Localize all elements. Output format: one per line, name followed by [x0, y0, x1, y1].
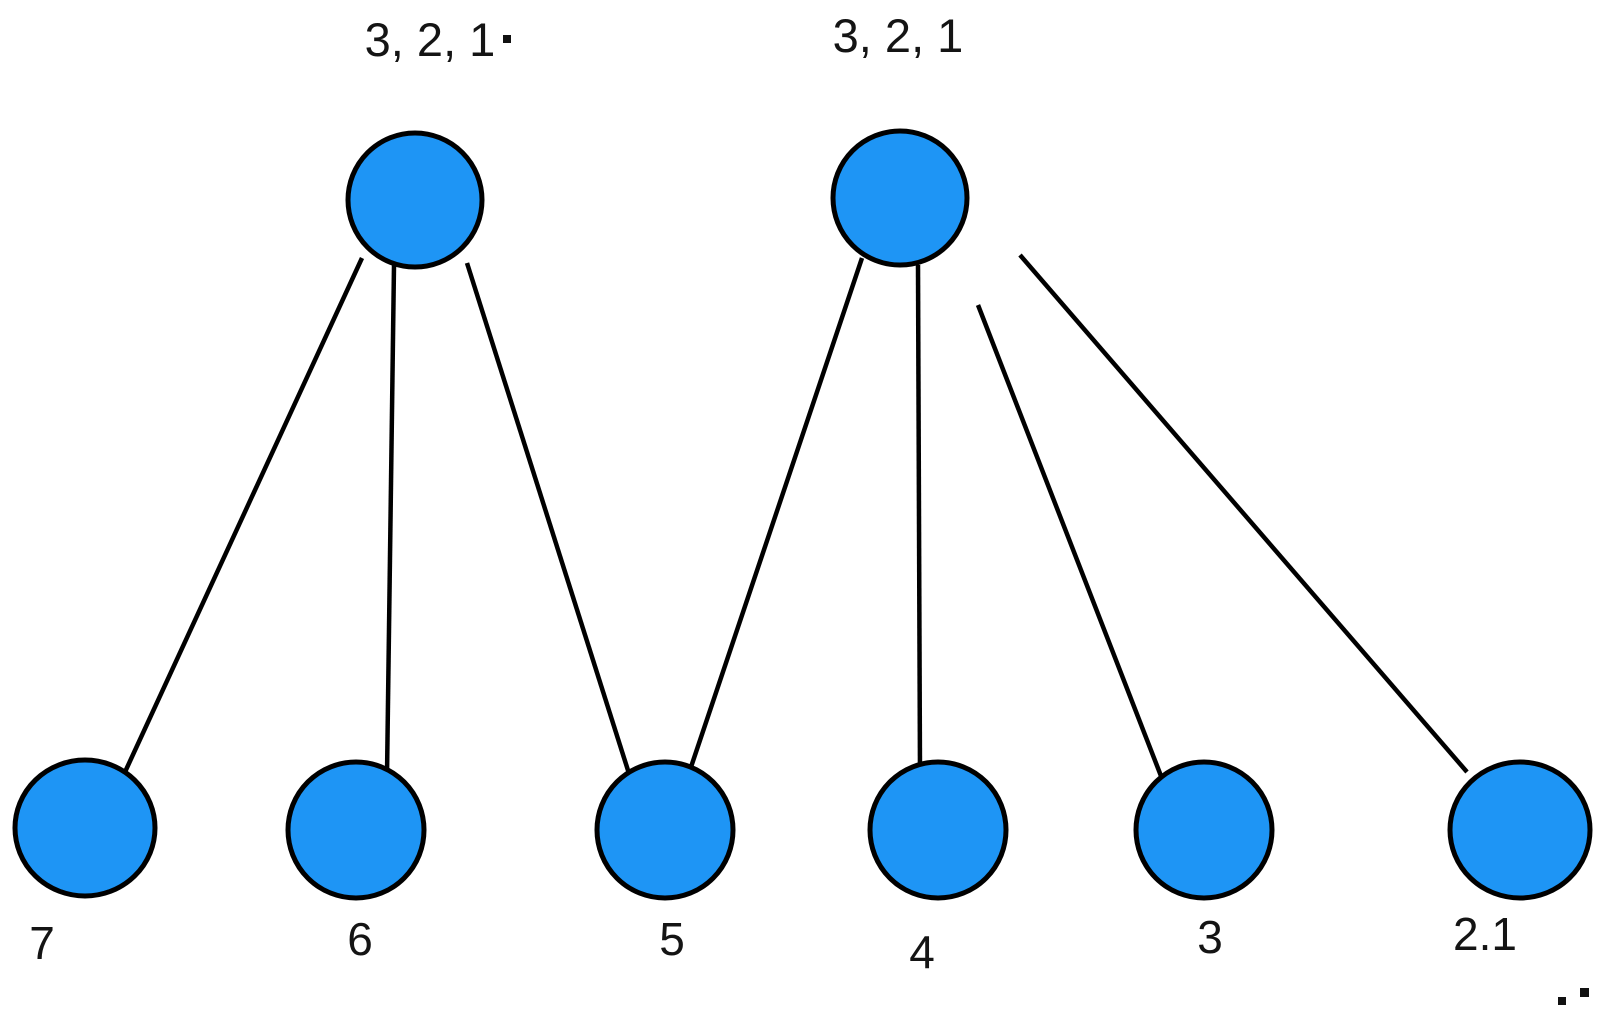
- graph-edge: [687, 257, 865, 771]
- scan-artifact-dot: [1580, 988, 1589, 997]
- graph-edge: [1018, 253, 1469, 774]
- nodes-layer: [12, 128, 1593, 901]
- top-node[interactable]: [345, 130, 485, 270]
- bottom-node[interactable]: [594, 759, 736, 901]
- graph-edge: [975, 304, 1164, 777]
- top-node-label: 3, 2, 1: [833, 9, 964, 62]
- bottom-node-label: 3: [1197, 911, 1223, 963]
- top-node-label: 3, 2, 1: [365, 13, 496, 66]
- bottom-node[interactable]: [1133, 759, 1275, 901]
- graph-edge: [384, 264, 397, 776]
- labels-layer: 3, 2, 1 3, 2, 1 7 6 5 4 3 2.1: [29, 9, 1517, 978]
- bottom-node-label: 5: [659, 913, 685, 965]
- artifacts-layer: [503, 35, 1589, 1005]
- bottom-node[interactable]: [285, 759, 427, 901]
- bottom-node[interactable]: [867, 759, 1009, 901]
- bottom-node-label: 2.1: [1453, 908, 1517, 960]
- top-node[interactable]: [830, 128, 970, 268]
- graph-edge: [915, 264, 923, 776]
- bottom-node-label: 6: [347, 913, 373, 965]
- bottom-node-label: 7: [29, 917, 55, 969]
- scan-artifact-dot: [1558, 997, 1566, 1005]
- bottom-node[interactable]: [1447, 759, 1593, 901]
- graph-edge: [464, 262, 635, 784]
- scan-artifact-dot: [503, 35, 511, 43]
- edges-layer: [122, 253, 1469, 784]
- bottom-node-label: 4: [909, 926, 935, 978]
- bottom-node[interactable]: [12, 757, 158, 899]
- graph-edge: [122, 257, 365, 773]
